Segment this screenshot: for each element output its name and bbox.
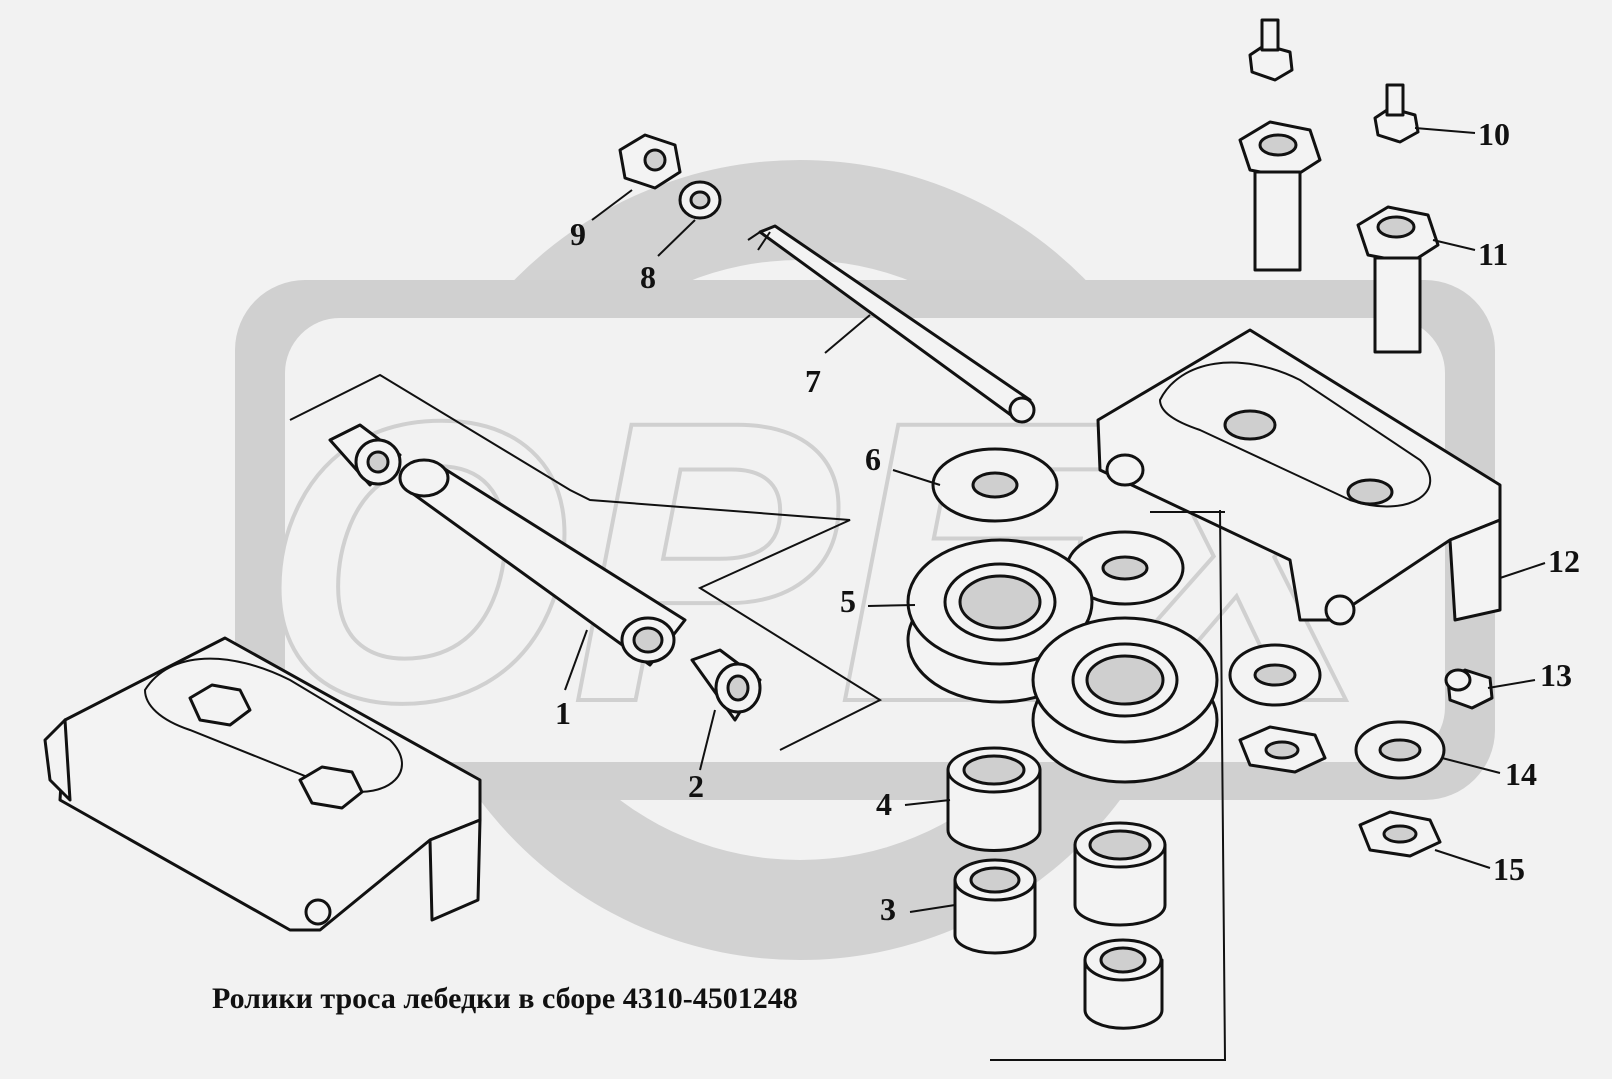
- part-9-nut: [618, 133, 682, 190]
- part-8-washer: [678, 180, 722, 220]
- callout-3: 3: [880, 891, 896, 927]
- callout-labels: 1 2 3 4 5 6 7 8 9 10 11 12 13 14 15: [555, 116, 1580, 927]
- part-5-pulley: [906, 538, 1094, 704]
- callout-7: 7: [805, 363, 821, 399]
- bushing-right-small: [1083, 938, 1164, 1030]
- pulley-second: [1031, 616, 1219, 784]
- callout-6: 6: [865, 441, 881, 477]
- washer-right: [1228, 643, 1322, 707]
- bracket-right: [1096, 328, 1502, 626]
- part-13-fitting: [1444, 668, 1494, 710]
- part-3-bushing: [953, 858, 1037, 955]
- callout-12: 12: [1548, 543, 1580, 579]
- part-15-nut: [1358, 810, 1442, 858]
- callout-13: 13: [1540, 657, 1572, 693]
- callout-14: 14: [1505, 756, 1537, 792]
- callout-4: 4: [876, 786, 892, 822]
- callout-2: 2: [688, 768, 704, 804]
- callout-5: 5: [840, 583, 856, 619]
- callout-9: 9: [570, 216, 586, 252]
- bushing-top: [328, 423, 402, 487]
- part-14-washer: [1354, 720, 1446, 780]
- callout-1: 1: [555, 695, 571, 731]
- part-7-pin: [747, 224, 1036, 424]
- grease-fitting-top: [1248, 18, 1294, 82]
- hex-nut-mid: [1238, 725, 1327, 774]
- bracket-left: [43, 636, 482, 932]
- part-11-bolt: [1356, 205, 1440, 354]
- leader-lines: [564, 127, 1546, 913]
- callout-15: 15: [1493, 851, 1525, 887]
- part-4-bushing: [946, 746, 1042, 852]
- callout-11: 11: [1478, 236, 1508, 272]
- part-6-washer: [931, 447, 1059, 523]
- part-1-tube: [398, 458, 687, 667]
- callout-8: 8: [640, 259, 656, 295]
- assembly-lines: [289, 373, 1227, 1061]
- part-2-bushing: [690, 648, 762, 722]
- callout-10: 10: [1478, 116, 1510, 152]
- diagram-caption: Ролики троса лебедки в сборе 4310-450124…: [212, 982, 798, 1015]
- bushing-right-tall: [1073, 821, 1167, 927]
- bolt-upper: [1238, 120, 1322, 272]
- part-10-fitting: [1373, 83, 1420, 144]
